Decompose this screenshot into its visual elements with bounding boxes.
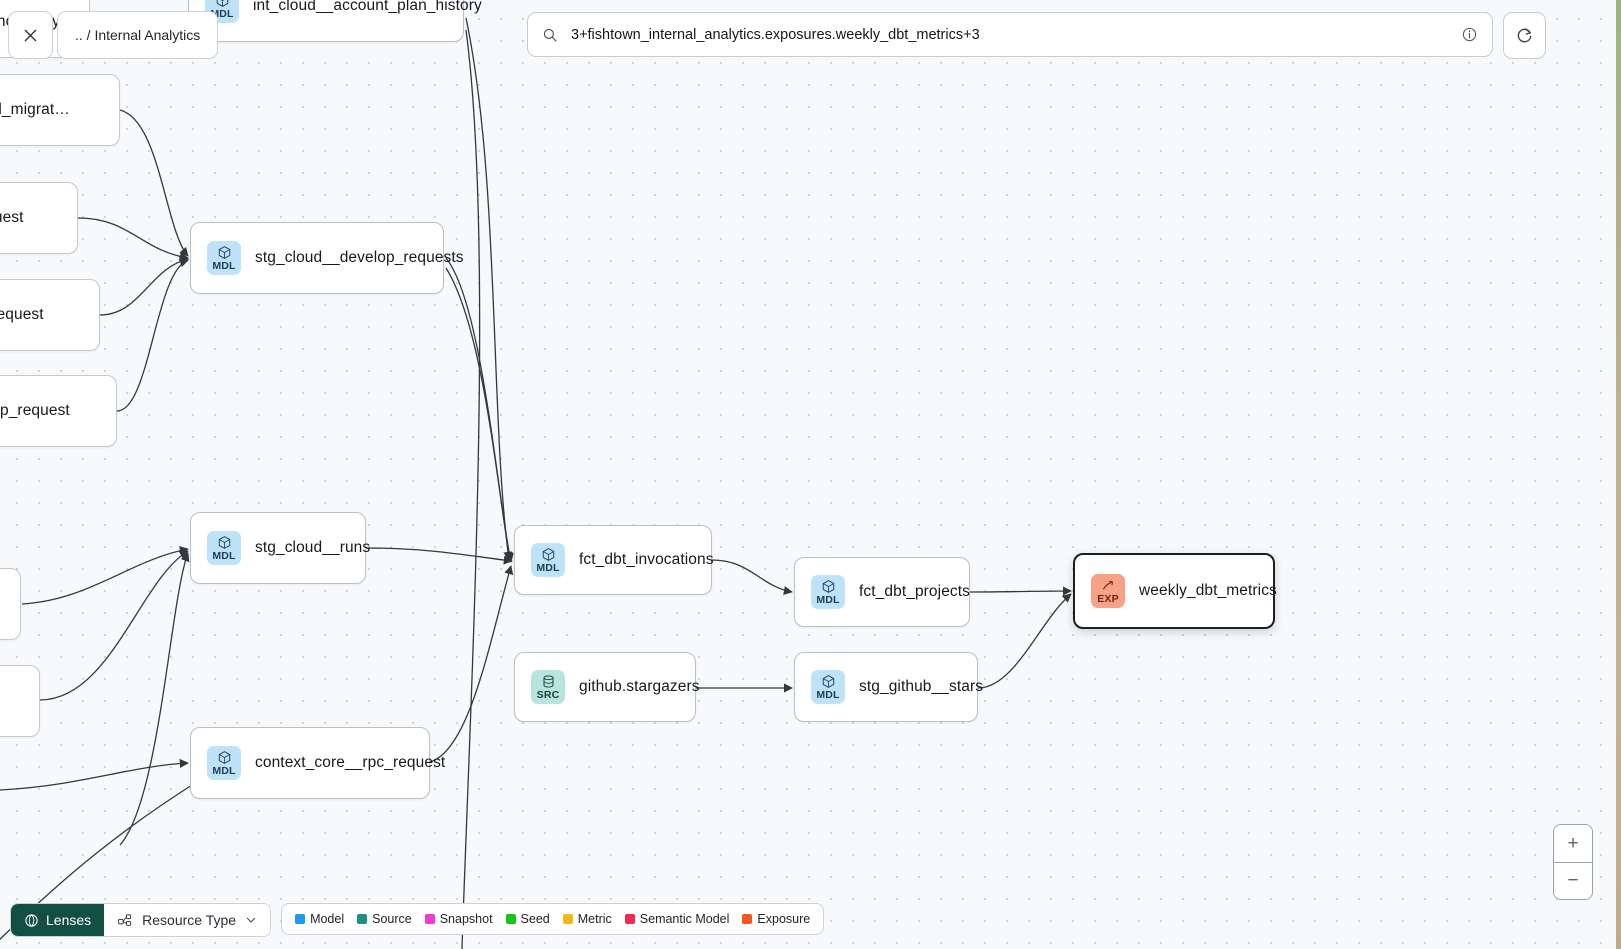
graph-node[interactable]: MDL fct_dbt_invocations [514, 525, 714, 595]
graph-node-label: github.stargazers [579, 678, 700, 695]
mdl-badge-icon: MDL [811, 575, 845, 609]
graph-node[interactable]: SRC github.stargazers [514, 652, 700, 722]
graph-node-label: fct_dbt_projects [859, 583, 971, 600]
legend-label: Source [372, 912, 412, 926]
legend-label: Exposure [757, 912, 811, 926]
close-icon [24, 29, 37, 41]
nodes-icon [118, 913, 132, 926]
legend-swatch-icon [562, 914, 573, 924]
mdl-badge-icon: MDL [207, 531, 241, 565]
src-badge-icon: SRC [531, 670, 565, 704]
breadcrumb[interactable]: .. / Internal Analytics [57, 11, 219, 59]
graph-node-label: velop_request [0, 306, 44, 323]
zoom-out-button[interactable]: − [1554, 862, 1592, 899]
breadcrumb-label: .. / Internal Analytics [75, 27, 201, 43]
graph-node[interactable]: MDLmulticell_migrat… [0, 74, 120, 146]
resource-type-legend: Model Source Snapshot Seed Metric Semantic Mo… [281, 903, 825, 935]
graph-node[interactable]: MDL_run [0, 665, 40, 737]
lens-icon [25, 913, 38, 927]
legend-swatch-icon [357, 914, 368, 924]
search-icon [543, 28, 557, 42]
refresh-icon [1517, 28, 1532, 43]
legend-label: Snapshot [439, 912, 493, 926]
legend-label: Model [310, 912, 345, 926]
graph-node-label: weekly_dbt_metrics [1139, 582, 1277, 599]
graph-node[interactable]: MDLvelop_request [0, 279, 100, 351]
graph-node-label: stg_github__stars [859, 678, 984, 695]
resource-type-dropdown[interactable]: Resource Type [104, 904, 271, 936]
legend-item[interactable]: Metric [562, 912, 612, 926]
close-button[interactable] [8, 11, 53, 59]
legend-item[interactable]: Snapshot [424, 912, 493, 926]
zoom-controls: + − [1553, 824, 1593, 900]
lenses-label: Lenses [46, 912, 92, 928]
bottom-toolbar: Lenses Resource Type Model Source Snapshot… [10, 903, 825, 937]
legend-item[interactable]: Source [357, 912, 412, 926]
graph-node[interactable]: EXP weekly_dbt_metrics [1073, 553, 1277, 629]
legend-label: Semantic Model [639, 912, 730, 926]
graph-node[interactable]: MDL_develop_request [0, 375, 117, 447]
graph-node-label: op_request [0, 209, 24, 226]
mdl-badge-icon: MDL [531, 543, 565, 577]
graph-node[interactable]: MDLn [0, 568, 21, 640]
legend-swatch-icon [742, 914, 753, 924]
info-icon[interactable] [1461, 26, 1478, 43]
mdl-badge-icon: MDL [811, 670, 845, 704]
legend-swatch-icon [295, 914, 306, 924]
search-bar[interactable] [527, 12, 1493, 57]
graph-node-label: multicell_migrat… [0, 101, 70, 118]
lenses-button[interactable]: Lenses [11, 904, 105, 936]
graph-node[interactable]: MDL context_core__rpc_request [190, 727, 445, 799]
resource-type-label: Resource Type [142, 912, 237, 928]
graph-node-label: stg_cloud__develop_requests [255, 249, 464, 266]
exp-badge-icon: EXP [1091, 574, 1125, 608]
graph-node[interactable]: MDL stg_cloud__develop_requests [190, 222, 464, 294]
graph-node-label: stg_cloud__runs [255, 539, 371, 556]
graph-node[interactable]: MDL fct_dbt_projects [794, 557, 970, 627]
right-edge-strip [1616, 0, 1621, 949]
search-input[interactable] [569, 25, 1450, 44]
graph-node[interactable]: MDL stg_github__stars [794, 652, 983, 722]
graph-node-label: context_core__rpc_request [255, 754, 446, 771]
legend-item[interactable]: Seed [505, 912, 550, 926]
legend-label: Seed [520, 912, 550, 926]
lens-group: Lenses Resource Type [10, 903, 272, 937]
legend-item[interactable]: Semantic Model [624, 912, 730, 926]
refresh-button[interactable] [1503, 12, 1546, 59]
graph-node-label: fct_dbt_invocations [579, 551, 714, 568]
legend-item[interactable]: Exposure [742, 912, 810, 926]
zoom-in-button[interactable]: + [1554, 825, 1592, 862]
graph-node-label: _develop_request [0, 402, 70, 419]
chevron-down-icon [246, 917, 256, 923]
graph-node-label: int_cloud__account_plan_history [253, 0, 482, 14]
legend-swatch-icon [505, 914, 516, 924]
legend-item[interactable]: Model [295, 912, 344, 926]
legend-swatch-icon [424, 914, 435, 924]
graph-node[interactable]: MDLop_request [0, 182, 78, 254]
mdl-badge-icon: MDL [207, 746, 241, 780]
legend-swatch-icon [624, 914, 635, 924]
mdl-badge-icon: MDL [207, 241, 241, 275]
graph-node[interactable]: MDL stg_cloud__runs [190, 512, 370, 584]
legend-label: Metric [577, 912, 612, 926]
